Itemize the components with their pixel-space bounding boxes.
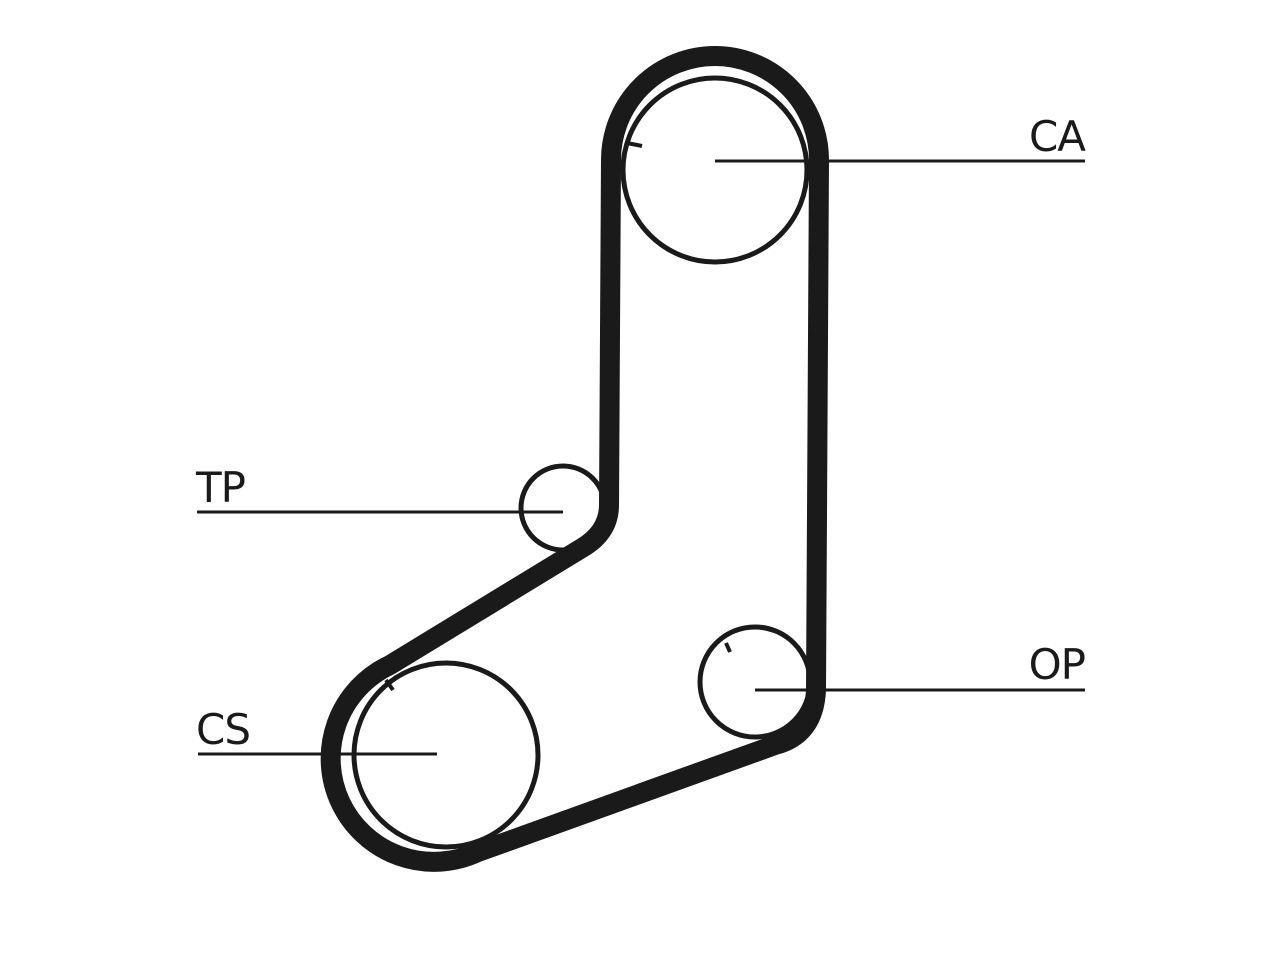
cs-label: CS <box>196 705 250 754</box>
ca-label: CA <box>1029 112 1086 161</box>
tp-label: TP <box>195 463 245 512</box>
oil-pump-pulley <box>697 624 813 740</box>
op-label: OP <box>1029 640 1085 689</box>
tensioner-pulley <box>518 463 608 553</box>
camshaft-pulley <box>620 75 810 265</box>
crankshaft-timing-mark <box>384 678 395 692</box>
camshaft-timing-mark <box>626 141 643 148</box>
oil-pump-timing-mark <box>724 642 732 653</box>
timing-belt <box>320 46 829 872</box>
